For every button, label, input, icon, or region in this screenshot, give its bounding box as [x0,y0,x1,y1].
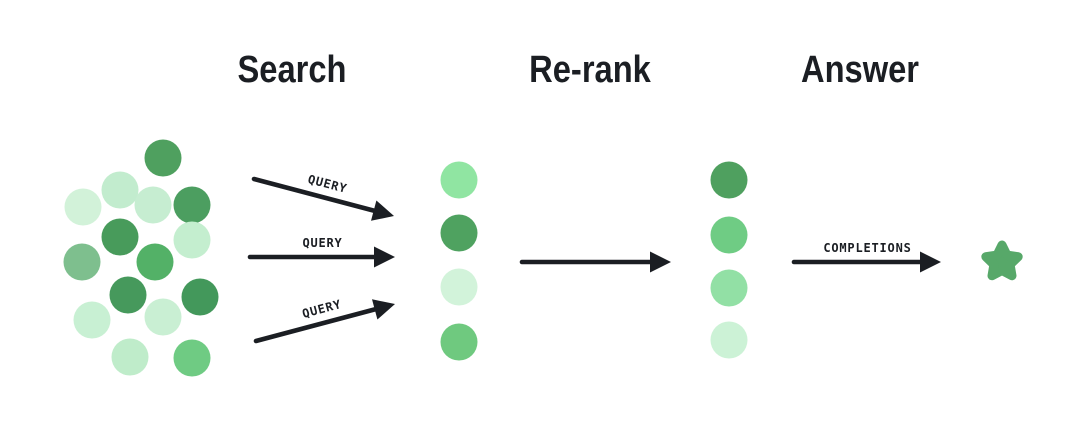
corpus-dot [101,218,139,256]
search-result-dot [440,268,478,306]
stage-title-answer: Answer [800,49,920,91]
stage-title-search: Search [237,49,347,91]
search-result-dot [440,323,478,361]
corpus-dot [144,298,182,336]
completions-arrow-label: COMPLETIONS [823,241,911,255]
search-result-dot [440,214,478,252]
corpus-dot [73,301,111,339]
query-arrow-bottom: QUERY [253,297,395,344]
query-arrow-top-shaft [251,176,379,214]
corpus-dot [64,188,102,226]
reranked-dot [710,161,748,199]
query-arrow-bottom-shaft [253,306,380,344]
answer-star-icon [981,240,1023,281]
corpus-dot [144,139,182,177]
reranked-dot [710,269,748,307]
corpus-dot [111,338,149,376]
completions-arrow: COMPLETIONS [791,241,941,273]
completions-arrow-head-icon [920,251,941,273]
query-arrow-top: QUERY [251,172,394,221]
corpus-dot [63,243,101,281]
corpus-dot [101,171,139,209]
query-arrow-top-head-icon [371,200,394,221]
reranked-dot [710,216,748,254]
query-arrow-middle: QUERY [247,236,395,268]
rerank-flow-arrow [519,251,671,273]
corpus-dot [173,339,211,377]
corpus-dot [173,221,211,259]
corpus-dot [181,278,219,316]
rerank-flow-arrow-head-icon [650,251,671,273]
query-arrow-middle-head-icon [374,246,395,268]
stage-title-rerank: Re-rank [529,49,651,91]
query-arrow-middle-label: QUERY [302,236,342,250]
corpus-dot [109,276,147,314]
corpus-dot [173,186,211,224]
search-result-dot [440,161,478,199]
corpus-dot [136,243,174,281]
corpus-dot [134,186,172,224]
reranked-dot [710,321,748,359]
query-arrow-bottom-head-icon [372,299,395,320]
